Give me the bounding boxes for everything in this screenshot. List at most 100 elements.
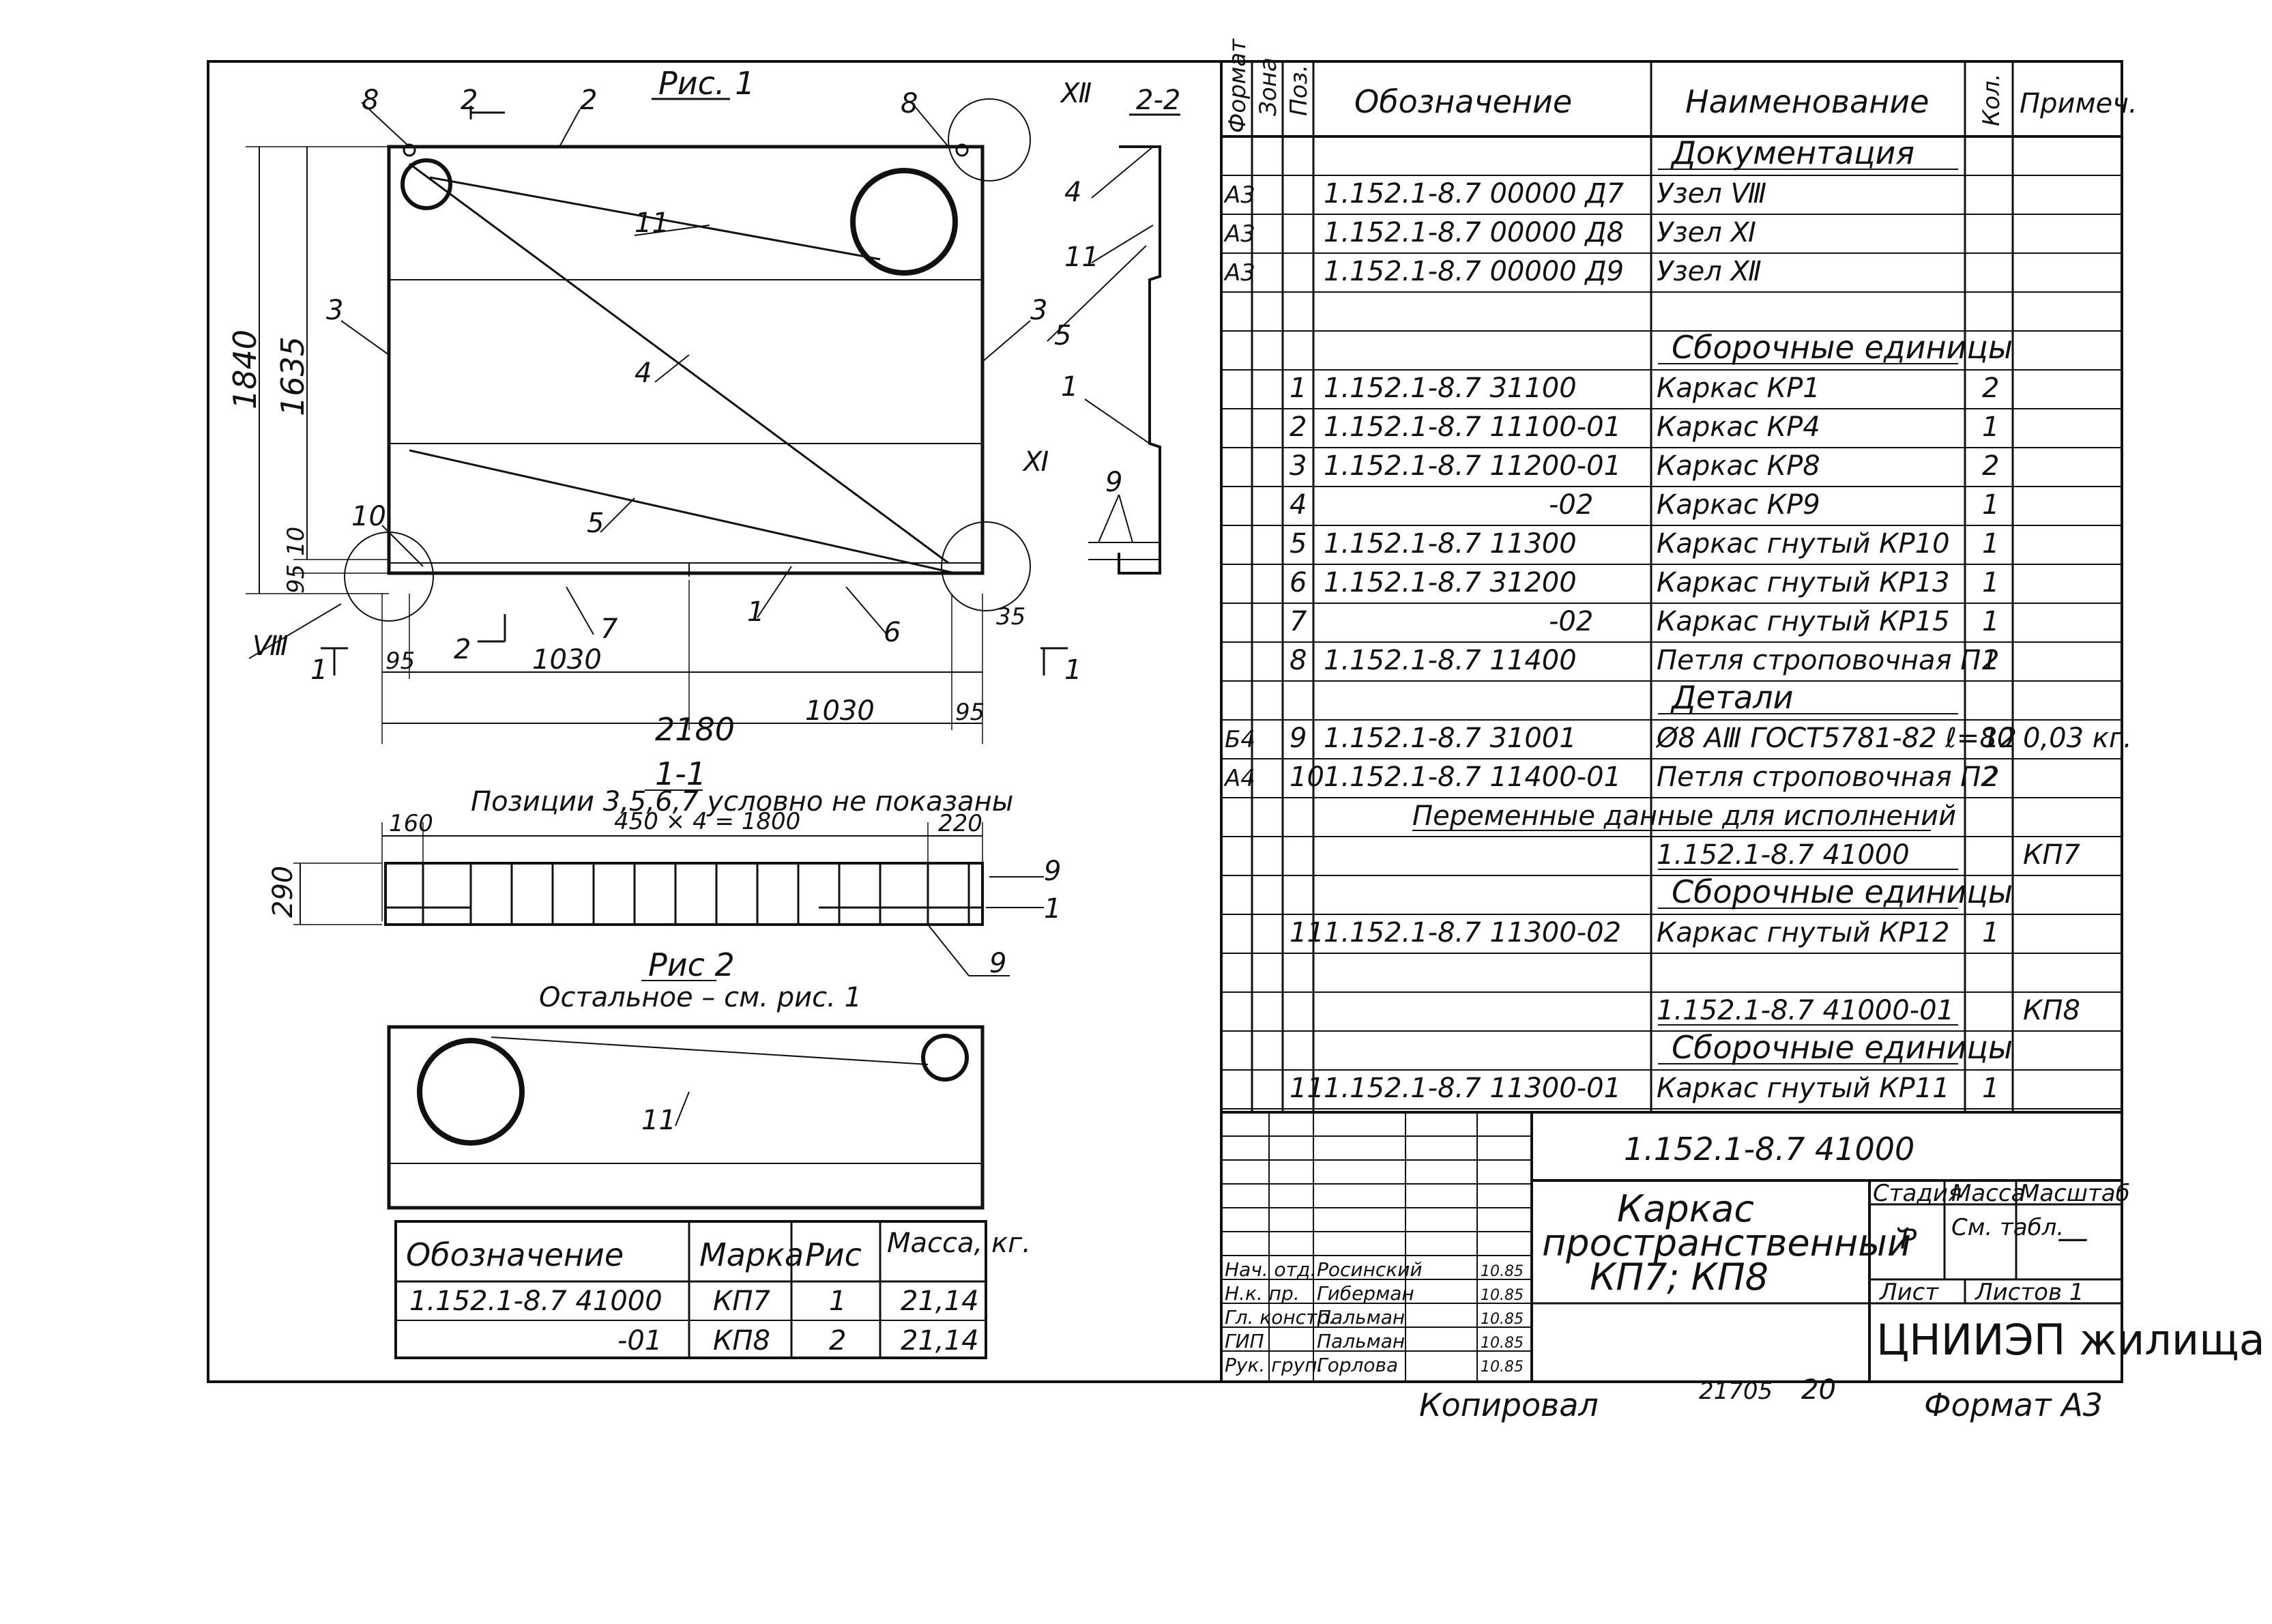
svg-text:КП8: КП8 [713,1325,770,1357]
spec-designation: 1.152.1-8.7 00000 Д9 [1324,256,1624,287]
signer-name: Росинский [1317,1258,1423,1281]
spec-name: 1.152.1-8.7 41000-01 [1657,995,1954,1026]
svg-text:ЦНИИЭП жилища: ЦНИИЭП жилища [1876,1315,2265,1365]
svg-text:Рис 2: Рис 2 [648,946,735,983]
signer-role: Н.к. пр. [1225,1282,1300,1305]
svg-text:Позиции 3,5,6,7 условно не пок: Позиции 3,5,6,7 условно не показаны [471,786,1013,817]
svg-text:290: 290 [267,866,299,918]
spec-designation: 1.152.1-8.7 11300 [1324,528,1577,560]
spec-quantity: 1 [1982,917,1999,948]
signer-name: Горлова [1317,1354,1398,1376]
spec-designation: 1.152.1-8.7 11300-01 [1324,1073,1621,1104]
signer-date: 10.85 [1481,1287,1524,1304]
svg-text:35: 35 [996,603,1025,630]
svg-text:5: 5 [587,508,604,539]
spec-position: 4 [1290,489,1307,521]
spec-position: 3 [1290,450,1307,482]
node-label-xi: Ⅺ [1022,446,1049,478]
svg-text:1.152.1-8.7 41000: 1.152.1-8.7 41000 [409,1286,662,1317]
spec-designation: 1.152.1-8.7 00000 Д8 [1324,217,1624,248]
svg-text:11: 11 [641,1105,676,1136]
svg-text:1-1: 1-1 [655,755,706,792]
spec-quantity: 2 [1982,450,1999,482]
spec-name: Каркас гнутый КР15 [1657,606,1950,637]
svg-text:160: 160 [389,810,433,837]
svg-text:9: 9 [1105,467,1122,498]
spec-designation: 1.152.1-8.7 00000 Д7 [1324,178,1625,209]
svg-text:4: 4 [1064,177,1081,208]
svg-text:Лист: Лист [1878,1279,1939,1306]
svg-text:1635: 1635 [274,336,311,416]
svg-text:1030: 1030 [532,644,602,676]
svg-text:2-2: 2-2 [1136,85,1180,116]
svg-text:Марка: Марка [699,1236,804,1273]
spec-format: А3 [1223,182,1255,209]
spec-designation: 1.152.1-8.7 11100-01 [1324,411,1621,443]
spec-quantity: 2 [1982,762,1999,793]
svg-text:1: 1 [747,596,764,628]
svg-text:Примеч.: Примеч. [2020,88,2138,119]
figure-1: Рис. 1 Ⅻ Ⅺ Ⅷ [227,65,1092,748]
svg-text:6: 6 [884,617,901,648]
spec-name: Узел Ⅷ [1657,178,1766,209]
svg-text:Зона: Зона [1255,57,1282,116]
node-label-xii: Ⅻ [1060,78,1092,109]
spec-position: 7 [1290,606,1307,637]
svg-text:КП7: КП7 [713,1286,770,1317]
loop-large [850,168,958,276]
spec-position: 10 [1290,762,1324,793]
svg-text:Стадия: Стадия [1873,1180,1962,1207]
svg-text:2: 2 [580,85,597,116]
sheet-frame [207,60,2123,1383]
spec-quantity: 1 [1982,489,1999,521]
svg-text:1: 1 [829,1286,846,1317]
svg-text:450 × 4 = 1800: 450 × 4 = 1800 [614,808,800,835]
svg-text:5: 5 [1054,320,1071,351]
signer-date: 10.85 [1481,1359,1524,1376]
section-1-1: 1-1 Позиции 3,5,6,7 условно не показаны … [267,755,1061,979]
svg-text:—: — [2057,1219,2088,1256]
svg-text:3: 3 [326,295,343,326]
svg-text:1: 1 [1064,654,1081,686]
svg-text:1: 1 [1044,893,1061,925]
svg-text:7: 7 [600,613,618,645]
svg-text:Кол.: Кол. [1978,74,2005,126]
spec-quantity: 12 [1982,723,2017,754]
svg-text:Поз.: Поз. [1285,65,1313,116]
svg-text:8: 8 [901,88,918,119]
spec-quantity: 1 [1982,567,1999,598]
spec-name: Узел Ⅻ [1657,256,1762,287]
spec-name: Каркас КР9 [1657,489,1820,521]
mass-table: Обозначение Марка Рис Масса, кг. 1.152.1… [394,1220,1031,1359]
section-2-2: 2-2 4 11 5 1 9 [1047,85,1180,575]
spec-name: Каркас КР8 [1657,450,1820,482]
spec-quantity: 1 [1982,606,1999,637]
svg-text:1840: 1840 [227,330,263,409]
spec-name: Детали [1670,679,1794,716]
signer-date: 10.85 [1481,1311,1524,1328]
svg-text:3: 3 [1030,295,1047,326]
signer-name: Пальман [1317,1330,1405,1352]
svg-text:Копировал: Копировал [1419,1387,1599,1423]
spec-position: 1 [1290,373,1307,404]
spec-position: 11 [1290,917,1324,948]
spec-name: Каркас гнутый КР12 [1657,917,1950,948]
spec-name: Сборочные единицы [1672,329,2013,366]
spec-name: Петля строповочная П2 [1657,762,1998,793]
spec-designation: 1.152.1-8.7 31001 [1324,723,1577,754]
svg-text:95: 95 [385,648,415,675]
spec-position: 11 [1290,1073,1324,1104]
spec-name: Документация [1670,134,1914,171]
spec-note: КП8 [2023,995,2080,1026]
spec-note: 0,03 кг. [2023,723,2132,754]
spec-name: Каркас гнутый КР13 [1657,567,1950,598]
spec-quantity: 1 [1982,1073,1999,1104]
svg-text:2: 2 [461,85,478,116]
svg-text:Формат А3: Формат А3 [1924,1387,2103,1423]
svg-text:9: 9 [1044,856,1061,887]
spec-name: Каркас гнутый КР11 [1657,1073,1950,1104]
svg-text:10: 10 [351,501,386,532]
signer-name: Гиберман [1317,1282,1414,1305]
